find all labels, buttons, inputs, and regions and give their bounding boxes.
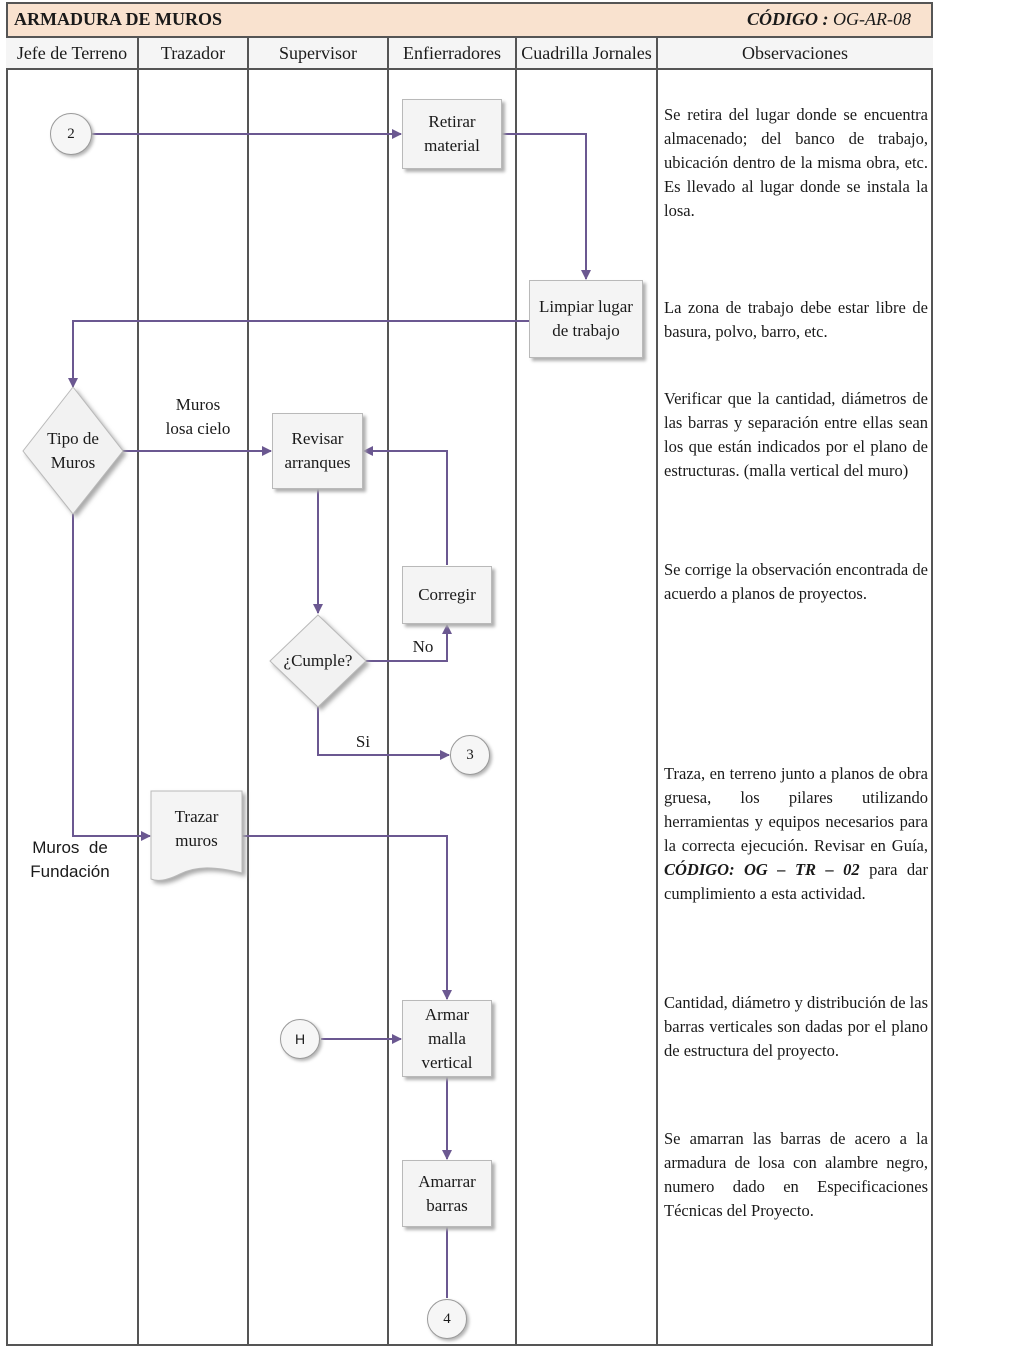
connector-h: H	[280, 1019, 320, 1059]
lane-divider	[247, 38, 249, 1345]
decision-tipo-de-muros-shape	[22, 386, 124, 515]
document-trazar-muros-shape	[150, 790, 243, 881]
diagram-title: ARMADURA DE MUROS	[14, 9, 222, 29]
title-bar: ARMADURA DE MUROS CÓDIGO : OG-AR-08	[6, 2, 933, 38]
edge-corregir-to-revisar	[363, 446, 448, 565]
observation-retirar: Se retira del lugar donde se encuentra a…	[664, 105, 928, 220]
diagram-code: CÓDIGO : OG-AR-08	[747, 9, 911, 29]
observation-corregir: Se corrige la observación encontrada de …	[664, 560, 928, 603]
edge-label-si: Si	[355, 732, 371, 751]
observation-armar: Cantidad, diámetro y distribución de las…	[664, 993, 928, 1060]
edge-trazar-to-armar	[242, 835, 452, 1000]
lane-divider	[387, 38, 389, 1345]
lane-header-jefe-de-terreno: Jefe de Terreno	[6, 38, 138, 70]
lane-header-supervisor: Supervisor	[248, 38, 388, 70]
edge-cumple-no-to-corregir	[366, 624, 452, 662]
lane-divider	[656, 38, 658, 1345]
lane-divider	[515, 38, 517, 1345]
connector-2: 2	[50, 113, 92, 155]
lane-header-enfierradores: Enfierradores	[388, 38, 516, 70]
lane-header-trazador: Trazador	[138, 38, 248, 70]
lane-header-observaciones: Observaciones	[657, 38, 933, 70]
connector-4: 4	[427, 1299, 467, 1339]
process-corregir: Corregir	[402, 566, 492, 624]
lane-header-cuadrilla-jornales: Cuadrilla Jornales	[516, 38, 657, 70]
edge-label-no: No	[412, 637, 434, 656]
decision-cumple-label: ¿Cumple?	[283, 651, 353, 670]
observation-amarrar: Se amarran las barras de acero a la arma…	[664, 1129, 928, 1220]
edge-tipo-to-trazar	[72, 514, 151, 841]
observation-trazar: Traza, en terreno junto a planos de obra…	[664, 764, 929, 903]
edge-cumple-si-to-3	[317, 707, 450, 760]
observation-revisar: Verificar que la cantidad, diámetros de …	[664, 389, 928, 480]
decision-cumple-shape	[269, 614, 367, 708]
observation-limpiar: La zona de trabajo debe estar libre de b…	[664, 298, 928, 341]
connector-3: 3	[450, 735, 490, 775]
edge-limpiar-to-tipo	[68, 320, 529, 388]
lane-divider	[137, 38, 139, 1345]
edge-retirar-to-limpiar	[502, 133, 591, 280]
